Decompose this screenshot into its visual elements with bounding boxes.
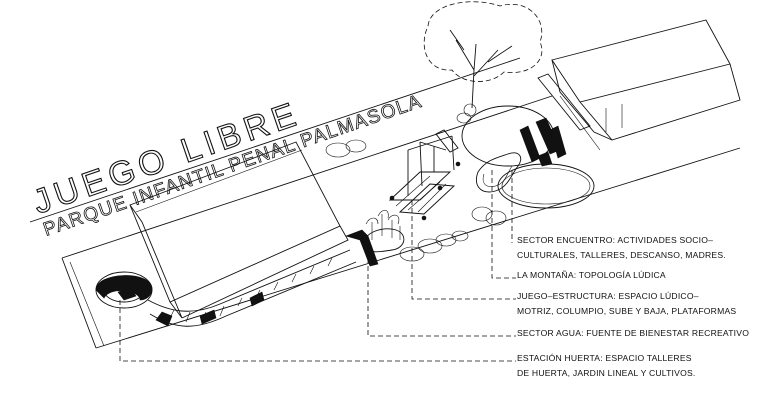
montana-hills xyxy=(519,117,567,167)
annotation-juego-estructura-line2: MOTRIZ, COLUMPIO, SUBE Y BAJA, PLATAFORM… xyxy=(517,306,736,316)
annotation-sector-encuentro-line1: SECTOR ENCUENTRO: ACTIVIDADES SOCIO– xyxy=(517,235,713,245)
curvy-pool xyxy=(476,152,522,193)
annotation-estacion-huerta-line1: ESTACIÓN HUERTA: ESPACIO TALLERES xyxy=(517,353,692,363)
plaza-circles xyxy=(461,105,595,209)
annotation-sector-agua: SECTOR AGUA: FUENTE DE BIENESTAR RECREAT… xyxy=(517,328,749,338)
tree xyxy=(423,1,543,117)
annotation-sector-encuentro-line2: CULTURALES, TALLERES, DESCANSO, MADRES. xyxy=(517,250,726,260)
play-structure xyxy=(388,129,461,221)
linear-garden xyxy=(147,249,357,327)
building-right xyxy=(537,19,741,141)
fountain xyxy=(345,209,405,267)
annotation-estacion-huerta-line2: DE HUERTA, JARDIN LINEAL Y CULTIVOS. xyxy=(517,368,695,378)
huerta-spiral xyxy=(95,271,153,309)
annotations: SECTOR ENCUENTRO: ACTIVIDADES SOCIO– CUL… xyxy=(517,235,749,378)
title-group: JUEGO LIBRE PARQUE INFANTIL PENAL PALMAS… xyxy=(28,91,426,242)
annotation-juego-estructura-line1: JUEGO–ESTRUCTURA: ESPACIO LÚDICO– xyxy=(517,291,699,301)
annotation-la-montana: LA MONTAÑA: TOPOLOGÍA LÚDICA xyxy=(517,270,666,280)
leader-lines xyxy=(119,170,516,362)
planting-circles xyxy=(325,112,507,262)
